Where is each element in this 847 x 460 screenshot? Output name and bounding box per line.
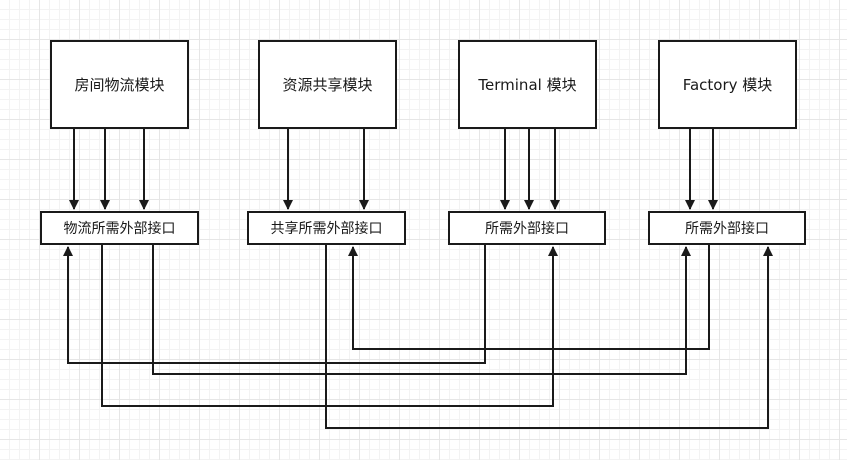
module-label: 资源共享模块 [282,76,373,94]
module-label: Terminal 模块 [478,76,577,94]
interface-label: 共享所需外部接口 [270,221,383,237]
interface-terminal[interactable]: 所需外部接口 [448,211,606,245]
interface-label: 物流所需外部接口 [63,221,176,237]
module-label: 房间物流模块 [74,76,165,94]
connector-i2-to-i4 [325,245,773,429]
connector-i4-to-i2 [348,245,710,350]
interface-label: 所需外部接口 [685,221,769,237]
connector-i1-to-i3 [101,245,558,407]
interface-factory[interactable]: 所需外部接口 [648,211,806,245]
interface-label: 所需外部接口 [485,221,569,237]
interface-logistics[interactable]: 物流所需外部接口 [40,211,199,245]
connector-i3-to-i1 [63,245,486,364]
interface-sharing[interactable]: 共享所需外部接口 [247,211,406,245]
module-resource-sharing[interactable]: 资源共享模块 [258,40,397,129]
module-factory[interactable]: Factory 模块 [658,40,797,129]
connector-i1-to-i4 [152,245,691,375]
module-room-logistics[interactable]: 房间物流模块 [50,40,189,129]
module-label: Factory 模块 [682,76,773,94]
module-terminal[interactable]: Terminal 模块 [458,40,597,129]
